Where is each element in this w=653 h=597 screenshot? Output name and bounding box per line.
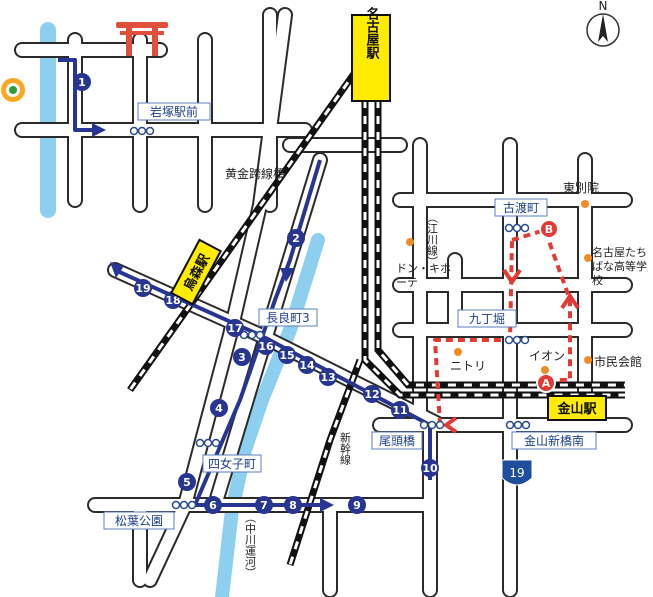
label-otobashi: 尾頭橋 xyxy=(379,434,415,448)
svg-text:11: 11 xyxy=(392,404,407,417)
label-kanayama-shinbashi: 金山新橋南 xyxy=(524,433,584,448)
stop-marker-iwatsuka xyxy=(129,126,155,136)
svg-text:19: 19 xyxy=(135,282,150,295)
stop-marker-matsuba xyxy=(171,500,197,510)
label-tachibana: 名古屋たちばな高等学校 xyxy=(592,246,647,287)
roads-fill xyxy=(16,9,631,596)
route-red-arrows xyxy=(442,268,580,434)
svg-text:A: A xyxy=(542,377,551,390)
label-nakagawa: （中川運河） xyxy=(244,512,257,578)
stop-17: 17 xyxy=(226,319,244,337)
svg-text:3: 3 xyxy=(238,351,246,364)
stop-6: 6 xyxy=(204,496,222,514)
station-kanayama: 金山駅 xyxy=(547,395,607,421)
svg-text:2: 2 xyxy=(292,232,300,245)
numbered-stops-blue: 1 2 3 4 5 6 7 8 9 10 11 12 13 14 15 16 1… xyxy=(73,73,439,514)
label-kuchoubori: 九丁堀 xyxy=(469,311,505,326)
label-higashibetsuin: 東別院 xyxy=(563,181,599,195)
station-nagoya: 名古屋駅 xyxy=(351,6,391,102)
stop-16: 16 xyxy=(257,337,275,355)
svg-text:19: 19 xyxy=(509,466,524,480)
station-nagoya-label: 名古屋駅 xyxy=(364,6,381,60)
stop-8: 8 xyxy=(284,496,302,514)
torii-icon xyxy=(116,22,168,56)
label-matsuba: 松葉公園 xyxy=(115,514,163,528)
stop-A: A xyxy=(536,373,556,393)
label-iwatsuka: 岩塚駅前 xyxy=(150,104,198,119)
label-donki: ドン・キホーテ xyxy=(396,262,451,289)
stop-B: B xyxy=(539,219,559,239)
railways xyxy=(127,27,625,567)
route-blue-arrows xyxy=(92,123,334,512)
stop-marker-kanayama-shinbashi xyxy=(505,420,531,430)
label-nitori: ニトリ xyxy=(450,359,486,373)
svg-text:13: 13 xyxy=(320,371,335,384)
stop-11: 11 xyxy=(391,401,409,419)
svg-text:4: 4 xyxy=(215,402,223,415)
stop-marker-kuchoubori xyxy=(504,335,530,345)
label-yonjocho: 四女子町 xyxy=(208,456,256,471)
svg-text:1: 1 xyxy=(78,76,86,89)
label-kowatacho: 古渡町 xyxy=(503,200,539,215)
svg-text:B: B xyxy=(545,223,553,236)
stop-15: 15 xyxy=(278,346,296,364)
stop-marker-yonjocho xyxy=(195,438,221,448)
svg-text:6: 6 xyxy=(209,499,217,512)
label-tachibana-wrap: 名古屋たちばな高等学校 xyxy=(592,246,647,287)
stop-1: 1 xyxy=(73,73,91,91)
numbered-stops-red: A B xyxy=(536,219,559,393)
north-arrow-icon: N xyxy=(586,0,620,47)
stop-3: 3 xyxy=(233,348,251,366)
stop-5: 5 xyxy=(178,473,196,491)
station-kanayama-label: 金山駅 xyxy=(556,401,597,417)
route-red xyxy=(433,228,572,426)
svg-text:8: 8 xyxy=(289,499,297,512)
label-nagaracho3: 長良町3 xyxy=(266,310,310,325)
svg-text:15: 15 xyxy=(279,349,294,362)
stop-marker-kowatacho xyxy=(504,223,530,233)
label-shinkansen: 新幹線 xyxy=(339,431,352,465)
stop-13: 13 xyxy=(319,368,337,386)
map-labels: 岩塚駅前 黄金跨線橋 古渡町 東別院 （江川線） ドン・キホーテ 名古屋たちばな… xyxy=(103,102,647,578)
svg-text:18: 18 xyxy=(165,294,180,307)
svg-text:12: 12 xyxy=(364,388,379,401)
stop-14: 14 xyxy=(298,356,316,374)
label-aeon: イオン xyxy=(529,349,565,363)
stop-19: 19 xyxy=(134,279,152,297)
svg-text:16: 16 xyxy=(258,340,274,353)
label-ekawasen: （江川線） xyxy=(426,212,439,267)
svg-text:14: 14 xyxy=(299,359,315,372)
svg-text:9: 9 xyxy=(353,499,361,512)
stop-10: 10 xyxy=(421,459,439,477)
label-koganekosenkyo: 黄金跨線橋 xyxy=(225,166,285,181)
route-shield-icon: 19 xyxy=(501,459,533,486)
bus-stop-markers xyxy=(129,126,531,510)
svg-text:17: 17 xyxy=(227,322,242,335)
svg-text:10: 10 xyxy=(422,462,438,475)
stop-2: 2 xyxy=(287,229,305,247)
stop-12: 12 xyxy=(363,385,381,403)
compass-label: N xyxy=(599,0,608,13)
label-donki-wrap: ドン・キホーテ xyxy=(396,262,451,289)
stop-marker-otobashi xyxy=(419,420,445,430)
label-shiminkaikan: 市民会館 xyxy=(594,354,642,369)
subway-icon xyxy=(1,78,25,102)
svg-text:7: 7 xyxy=(260,499,268,512)
stop-4: 4 xyxy=(210,399,228,417)
stop-marker-nagaracho xyxy=(239,330,265,340)
svg-text:5: 5 xyxy=(183,476,191,489)
stop-9: 9 xyxy=(348,496,366,514)
landmark-dots xyxy=(406,200,592,374)
stop-7: 7 xyxy=(255,496,273,514)
